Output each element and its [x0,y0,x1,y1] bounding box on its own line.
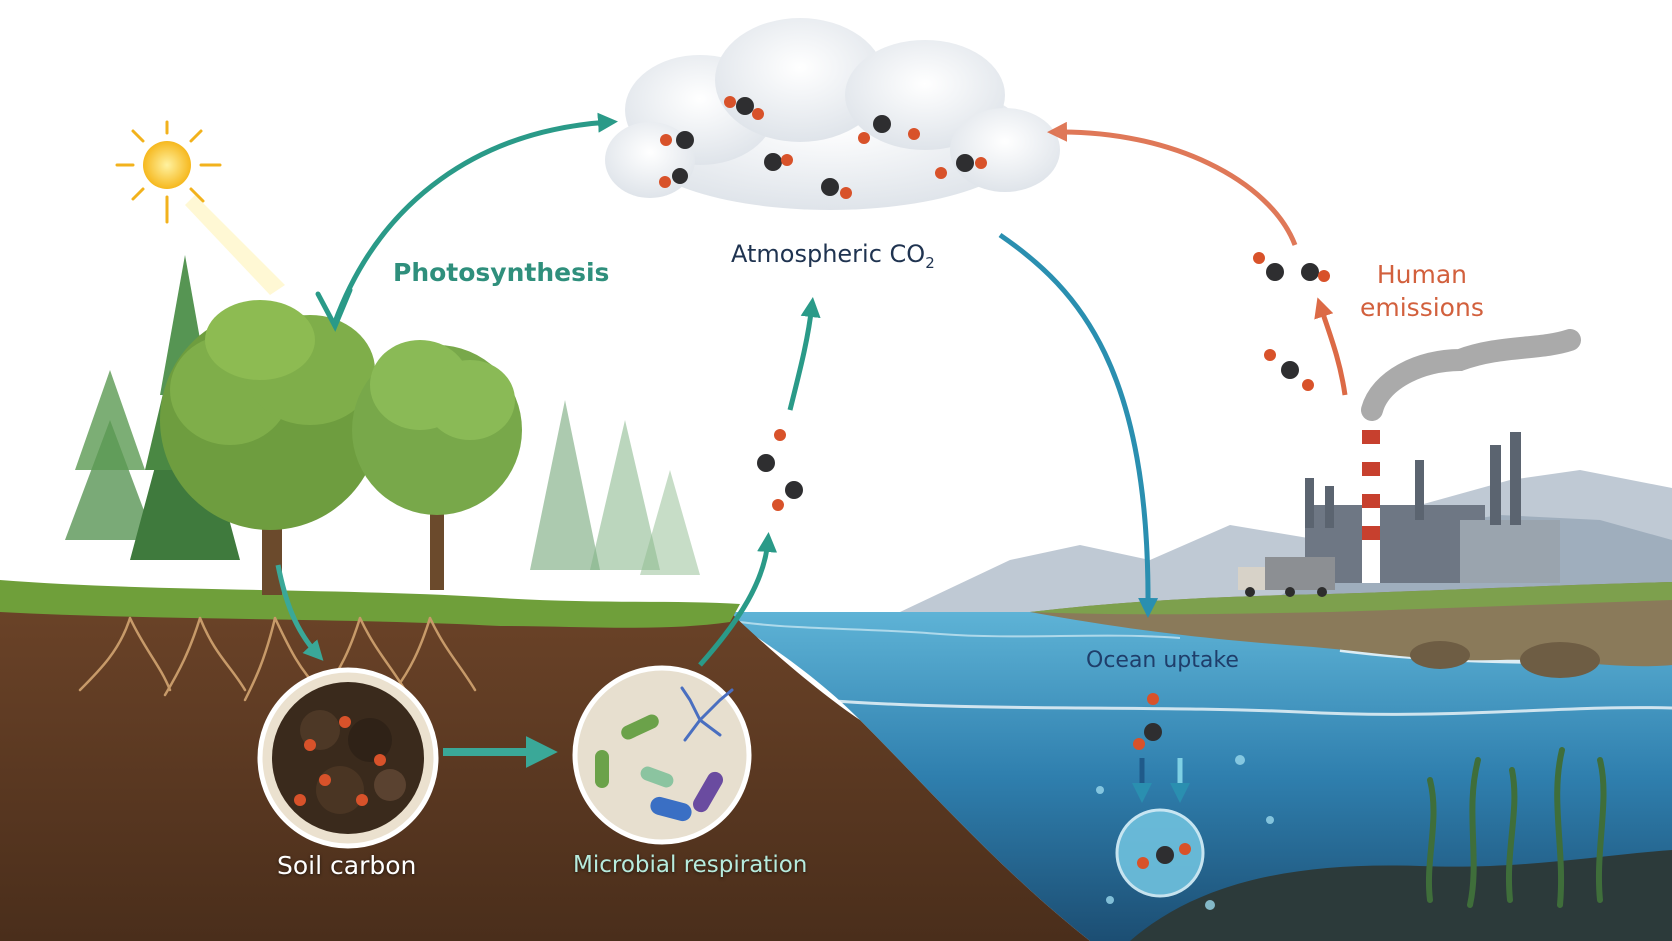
soil-carbon-inset [257,667,439,849]
factory-icon [1305,329,1581,583]
human-emissions-line2: emissions [1360,293,1484,322]
soil-carbon-label: Soil carbon [277,851,417,880]
photosynthesis-label: Photosynthesis [393,258,610,287]
tree-to-soil-arrow [275,564,324,661]
ocean-uptake-arrow [998,232,1159,618]
seabed [1130,747,1672,941]
ocean-uptake-label: Ocean uptake [1086,648,1239,673]
atmospheric-co2-text: Atmospheric CO [731,240,926,268]
human-emissions-label: Human emissions [1360,258,1484,324]
cloud-icon [605,18,1060,210]
microbe-icon [572,665,752,845]
factory-shore [1030,582,1672,678]
ocean [720,612,1672,941]
respiration-arrow-upper [787,297,821,411]
grass-strip [0,580,740,628]
respiration-arrow-lower [698,532,778,667]
ocean-surface-line [819,698,1672,716]
human-emissions-arrow-lower [1314,297,1348,396]
photosynthesis-arrow-head-down [315,287,353,332]
truck-icon [1238,557,1335,597]
human-emissions-line1: Human [1376,260,1467,289]
microbial-respiration-label: Microbial respiration [573,852,808,878]
atmospheric-co2-subscript: 2 [925,253,935,272]
human-emissions-arrow-upper [1047,121,1298,246]
atmospheric-co2-label: Atmospheric CO2 [731,240,935,272]
sun-icon [115,120,285,295]
co2-molecule-icon [659,96,1330,869]
soil-ground [0,600,1090,941]
tree-icon [65,255,700,595]
photosynthesis-arrow [332,112,618,323]
